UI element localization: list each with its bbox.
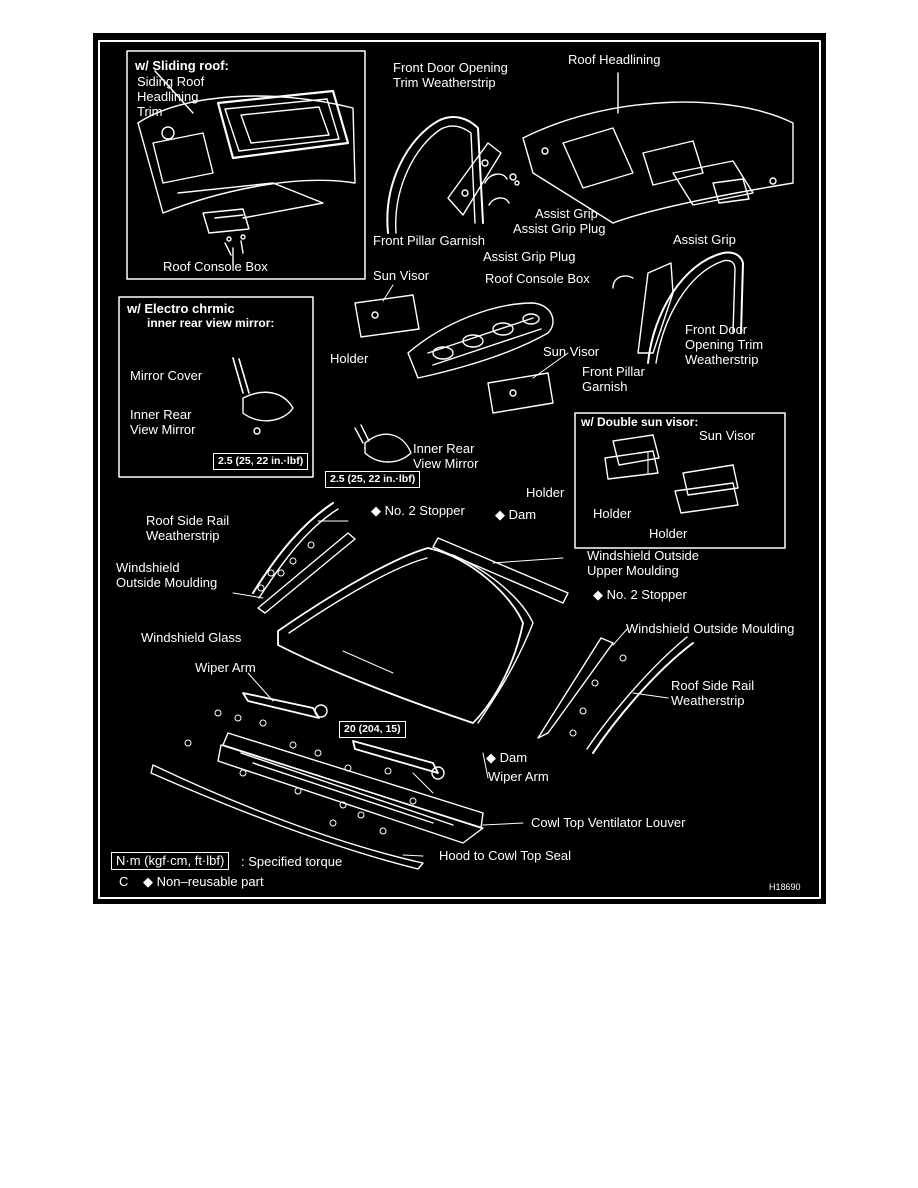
double-visor-holder-1-label: Holder — [593, 506, 632, 521]
legend-unit-box: N·m (kgf·cm, ft·lbf) — [111, 852, 230, 870]
roof-side-rail-right-label-2: Weatherstrip — [671, 693, 745, 708]
electro-mirror-drawing — [232, 357, 294, 435]
outer-frame — [98, 40, 821, 899]
electro-mirror-box — [118, 296, 314, 478]
sliding-roof-title: w/ Sliding roof: — [135, 58, 229, 73]
electro-torque-box: 2.5 (25, 22 in.·lbf) — [213, 453, 309, 470]
double-visor-holder-2-label: Holder — [649, 526, 688, 541]
fdo-right-label-1: Front Door — [685, 322, 748, 337]
wiper-arm-right-label: Wiper Arm — [488, 769, 549, 784]
diamond-icon: ◆ — [593, 587, 603, 602]
inner-mirror-drawing — [354, 424, 412, 463]
no2-stopper-top-label: ◆ No. 2 Stopper — [371, 503, 465, 518]
roof-headlining-drawing — [522, 101, 794, 224]
assist-grip-plug-top-label: Assist Grip Plug — [513, 221, 606, 236]
fdo-right-label-3: Weatherstrip — [685, 352, 759, 367]
diamond-icon: ◆ — [371, 503, 381, 518]
no2-stopper-right-label: ◆ No. 2 Stopper — [593, 587, 687, 602]
electro-title-1: w/ Electro chrmic — [127, 301, 235, 316]
diamond-icon: ◆ — [495, 507, 505, 522]
front-pillar-garnish-right-drawing — [612, 262, 674, 354]
cowl-louver-drawing — [150, 732, 484, 870]
electro-mirror-label-2: View Mirror — [130, 422, 196, 437]
sun-visor-right-drawing — [487, 372, 554, 414]
assist-grip-top — [484, 173, 520, 206]
sun-visor-right-label: Sun Visor — [543, 344, 600, 359]
legend-unit-desc: : Specified torque — [241, 854, 343, 869]
wiper-arms-drawing — [242, 692, 445, 780]
sun-visor-left-label: Sun Visor — [373, 268, 430, 283]
dam-top-label: ◆ Dam — [495, 507, 537, 522]
electro-mirror-cover-label: Mirror Cover — [130, 368, 203, 383]
front-pillar-garnish-right-label-1: Front Pillar — [582, 364, 645, 379]
windshield-glass-label: Windshield Glass — [141, 630, 242, 645]
holder-left-label: Holder — [330, 351, 369, 366]
assist-grip-right-label: Assist Grip — [673, 232, 736, 247]
sliding-roof-trim-label-2: Headlining — [137, 89, 199, 104]
roof-side-rail-left-label-2: Weatherstrip — [146, 528, 220, 543]
ws-outside-moulding-left-label-1: Windshield — [116, 560, 180, 575]
windshield-glass-drawing — [277, 547, 534, 724]
fdo-weatherstrip-left — [386, 116, 484, 234]
fdo-trim-label-1: Front Door Opening — [393, 60, 508, 75]
ws-outside-moulding-right-label: Windshield Outside Moulding — [626, 621, 795, 636]
mirror-torque-box: 2.5 (25, 22 in.·lbf) — [325, 471, 421, 488]
sliding-roof-trim-label-1: Siding Roof — [137, 74, 205, 89]
roof-console-box-drawing — [407, 302, 554, 379]
roof-side-rail-right-label-1: Roof Side Rail — [671, 678, 755, 693]
roof-headlining-label: Roof Headlining — [568, 52, 661, 67]
front-pillar-garnish-right-label-2: Garnish — [582, 379, 628, 394]
wiper-torque-box: 20 (204, 15) — [339, 721, 406, 738]
diamond-icon: ◆ — [143, 874, 153, 889]
sliding-roof-drawing — [137, 89, 356, 256]
leader-trim — [154, 70, 194, 114]
roof-side-rail-left-label-1: Roof Side Rail — [146, 513, 230, 528]
inner-rear-label-2: View Mirror — [413, 456, 479, 471]
fdo-trim-label-2: Trim Weatherstrip — [393, 75, 496, 90]
sliding-roof-console-label: Roof Console Box — [163, 259, 268, 274]
front-pillar-garnish-top — [447, 142, 502, 216]
fdo-weatherstrip-right-drawing — [647, 251, 744, 364]
electro-title-2: inner rear view mirror: — [147, 316, 275, 330]
electro-mirror-label-1: Inner Rear — [130, 407, 192, 422]
screws — [184, 541, 627, 835]
figure-id: H18690 — [769, 882, 801, 892]
double-visor-drawing — [604, 434, 739, 514]
ws-outside-moulding-left-label-2: Outside Moulding — [116, 575, 218, 590]
fdo-right-label-2: Opening Trim — [685, 337, 764, 352]
assist-grip-top-label: Assist Grip — [535, 206, 598, 221]
roof-console-box-label: Roof Console Box — [485, 271, 590, 286]
roof-side-rail-left-drawing — [252, 502, 356, 614]
cowl-top-label: Cowl Top Ventilator Louver — [531, 815, 686, 830]
inner-rear-label-1: Inner Rear — [413, 441, 475, 456]
ws-outside-upper-label-1: Windshield Outside — [587, 548, 699, 563]
front-pillar-garnish-left-label: Front Pillar Garnish — [373, 233, 485, 248]
wiper-arm-left-label: Wiper Arm — [195, 660, 256, 675]
double-visor-sun-visor-label: Sun Visor — [699, 428, 756, 443]
hood-seal-label: Hood to Cowl Top Seal — [439, 848, 572, 863]
double-visor-title: w/ Double sun visor: — [581, 415, 699, 429]
holder-mid-label: Holder — [526, 485, 565, 500]
sliding-roof-trim-label-3: Trim — [137, 104, 163, 119]
diagram-artwork — [98, 40, 821, 899]
legend-c-letter: C — [119, 874, 129, 889]
parts-diagram: w/ Sliding roof: Siding Roof Headlining … — [93, 33, 826, 904]
right-moulding-drawing — [537, 636, 694, 754]
diamond-icon: ◆ — [486, 750, 496, 765]
assist-grip-plug-left-label: Assist Grip Plug — [483, 249, 576, 264]
leader-lines — [232, 284, 669, 857]
upper-moulding-drawing — [432, 537, 569, 604]
sun-visor-left-drawing — [354, 294, 420, 338]
double-visor-box — [574, 412, 786, 549]
dam-bottom-label: ◆ Dam — [486, 750, 528, 765]
ws-outside-upper-label-2: Upper Moulding — [587, 563, 679, 578]
legend-non-reusable: ◆ Non–reusable part — [143, 874, 264, 889]
sliding-roof-box — [126, 50, 366, 280]
